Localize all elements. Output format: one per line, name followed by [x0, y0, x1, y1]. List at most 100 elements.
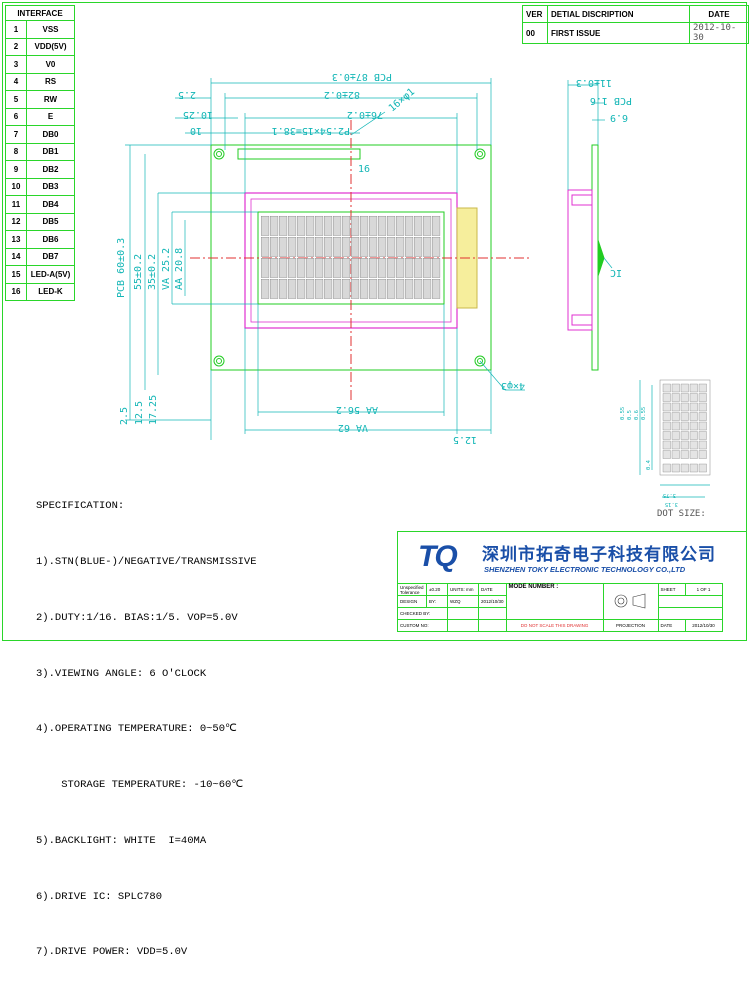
dot-dim: 0.4	[646, 459, 652, 470]
dot-cell	[698, 383, 707, 393]
character-cell	[332, 278, 342, 299]
mount-hole	[474, 355, 486, 367]
dim-bot-2-5: 2.5	[119, 407, 130, 425]
character-cell	[422, 257, 432, 278]
character-cell	[332, 236, 342, 257]
character-cell	[386, 257, 396, 278]
character-cell	[395, 236, 405, 257]
dot-cell	[698, 402, 707, 412]
company-logo: TQ	[418, 540, 458, 573]
dot-dim: 0.5	[627, 410, 633, 420]
character-cell	[314, 257, 324, 278]
character-cell	[260, 257, 270, 278]
dot-dim: 0.55	[641, 407, 647, 420]
specification: SPECIFICATION: 1).STN(BLUE-)/NEGATIVE/TR…	[36, 460, 257, 981]
dim-hole-16: 16×φ1	[387, 87, 417, 115]
tb-unspecified: Unspecified Tolerance	[397, 583, 427, 596]
character-cell	[422, 215, 432, 236]
character-cell	[287, 236, 297, 257]
character-cell	[278, 278, 288, 299]
dot-cell	[671, 412, 680, 421]
tb-mode-number: MODE NUMBER :	[505, 583, 604, 620]
dim-left-10: 10	[190, 125, 202, 136]
revision-table: VER DETIAL DISCRIPTION DATE 00 FIRST ISS…	[522, 5, 749, 44]
pin-name: LED-K	[26, 282, 75, 301]
dot-dim: 0.6	[634, 410, 640, 420]
dot-cell	[671, 440, 680, 450]
tb-warning: DO NOT SCALE THIS DRAWING	[505, 619, 604, 632]
pin-header	[237, 148, 361, 160]
dot-cell	[662, 402, 671, 412]
dot-detail	[659, 379, 711, 476]
character-cells	[260, 215, 441, 299]
character-cell	[431, 278, 441, 299]
character-cell	[314, 278, 324, 299]
character-cell	[332, 215, 342, 236]
dot-cell	[662, 440, 671, 450]
character-cell	[350, 236, 360, 257]
dim-pcb-width: PCB 87±0.3	[332, 71, 392, 82]
dim-bot-12-5: 12.5	[134, 401, 145, 425]
character-cell	[431, 236, 441, 257]
tb-design-label: DESIGN	[397, 595, 427, 608]
spec-line: 5).BACKLIGHT: WHITE I=40MA	[36, 834, 207, 847]
character-cell	[314, 236, 324, 257]
character-cell	[431, 215, 441, 236]
character-cell	[260, 215, 270, 236]
tb-units: UNITS: mm	[447, 583, 479, 596]
dim-width-82: 82±0.2	[324, 89, 360, 100]
dim-pcb-height: PCB 60±0.3	[116, 238, 127, 298]
character-cell	[332, 257, 342, 278]
dim-side-11: 11±0.3	[576, 77, 612, 88]
projection-symbol	[602, 583, 659, 620]
dim-bottom-aa: AA 56.2	[336, 404, 378, 415]
company-name-en: SHENZHEN TOKY ELECTRONIC TECHNOLOGY CO.,…	[484, 565, 686, 574]
dot-cell	[662, 393, 671, 402]
character-cell	[404, 278, 414, 299]
dim-right-12-5: 12.5	[453, 434, 477, 445]
spec-line: STORAGE TEMPERATURE: -10~60℃	[36, 779, 244, 792]
dot-cell	[689, 450, 698, 459]
dot-cell	[689, 383, 698, 393]
character-cell	[395, 215, 405, 236]
company-banner: TQ 深圳市拓奇电子科技有限公司 SHENZHEN TOKY ELECTRONI…	[397, 531, 747, 583]
character-cell	[269, 278, 279, 299]
character-cell	[305, 215, 315, 236]
dot-cell	[671, 393, 680, 402]
dot-cell	[680, 450, 689, 459]
dot-cell	[680, 421, 689, 431]
dot-cell	[698, 463, 707, 473]
dot-dim: 0.55	[620, 407, 626, 420]
dim-va: VA 25.2	[161, 248, 172, 290]
dot-cell	[662, 450, 671, 459]
dot-cell	[689, 421, 698, 431]
character-cell	[341, 236, 351, 257]
dot-cell	[689, 440, 698, 450]
tb-date-label: DATE	[478, 583, 507, 596]
character-cell	[368, 278, 378, 299]
spec-line: 6).DRIVE IC: SPLC780	[36, 890, 163, 903]
character-cell	[395, 278, 405, 299]
character-cell	[359, 215, 369, 236]
interface-header: INTERFACE	[5, 5, 75, 21]
character-cell	[350, 215, 360, 236]
dot-cell	[698, 393, 707, 402]
character-cell	[404, 257, 414, 278]
dot-size-label: DOT SIZE:	[657, 509, 706, 519]
dim-pin-pitch: P2.54×15=38.1	[272, 125, 350, 136]
character-cell	[260, 236, 270, 257]
dim-ic-label: IC	[610, 267, 622, 278]
character-cell	[305, 236, 315, 257]
tb-sheet-label: SHEET	[657, 583, 686, 596]
dot-cell	[680, 463, 689, 473]
character-cell	[422, 278, 432, 299]
spec-title: SPECIFICATION:	[36, 500, 125, 513]
character-cell	[278, 215, 288, 236]
dot-cell	[689, 412, 698, 421]
dot-cell	[680, 383, 689, 393]
character-cell	[359, 278, 369, 299]
